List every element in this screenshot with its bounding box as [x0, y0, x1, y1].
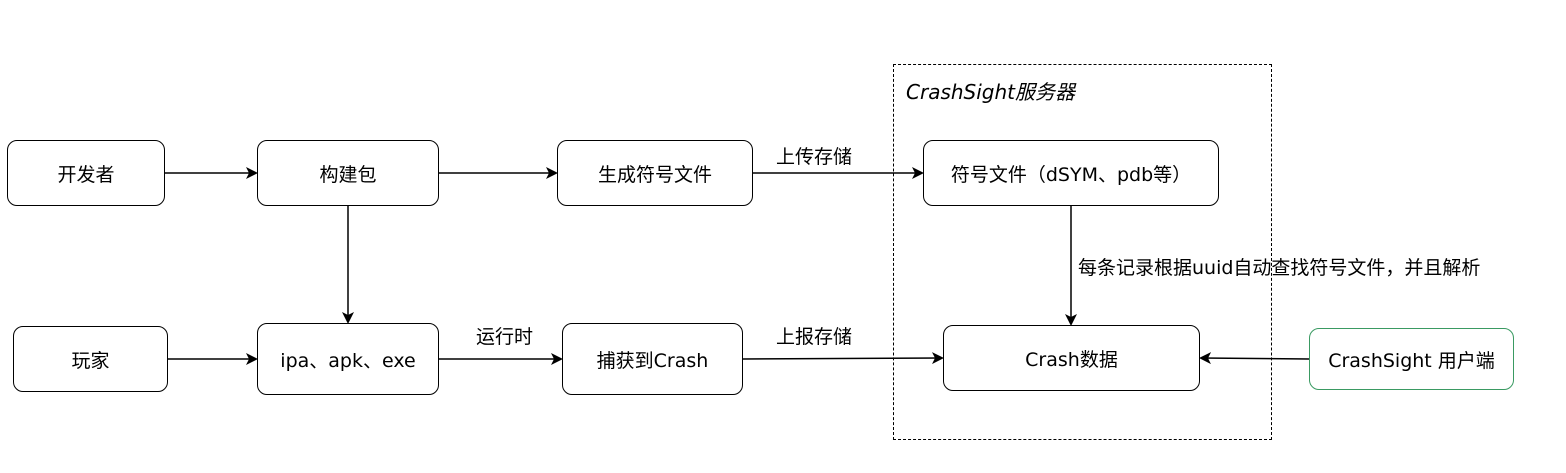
node-developer: 开发者 — [7, 140, 165, 206]
crashsight-server-group — [893, 64, 1272, 440]
node-user-client: CrashSight 用户端 — [1309, 328, 1514, 390]
crashsight-server-title: CrashSight服务器 — [906, 80, 1076, 104]
edge-user-client-crash-data — [1199, 352, 1310, 365]
node-packages: ipa、apk、exe — [257, 323, 439, 395]
edge-label-report-store: 上报存储 — [776, 326, 853, 348]
node-packages-label: ipa、apk、exe — [280, 349, 416, 372]
node-symbol-files-label: 符号文件（dSYM、pdb等） — [950, 163, 1192, 186]
node-generate-symbols: 生成符号文件 — [557, 140, 753, 206]
edge-capture-crash-data — [742, 352, 944, 365]
node-generate-symbols-label: 生成符号文件 — [597, 163, 712, 186]
node-capture-crash: 捕获到Crash — [562, 323, 743, 395]
node-user-client-label: CrashSight 用户端 — [1328, 349, 1495, 372]
node-player: 玩家 — [13, 326, 168, 392]
node-crash-data: Crash数据 — [943, 325, 1200, 391]
node-crash-data-label: Crash数据 — [1025, 348, 1118, 371]
node-player-label: 玩家 — [71, 349, 110, 372]
edge-label-upload-store: 上传存储 — [776, 146, 853, 168]
node-build-package-label: 构建包 — [319, 163, 377, 186]
node-developer-label: 开发者 — [57, 163, 115, 186]
edge-label-runtime: 运行时 — [476, 326, 534, 348]
node-build-package: 构建包 — [257, 140, 439, 206]
node-symbol-files: 符号文件（dSYM、pdb等） — [923, 140, 1219, 206]
edge-label-auto-resolve: 每条记录根据uuid自动查找符号文件，并且解析 — [1078, 257, 1481, 279]
node-capture-crash-label: 捕获到Crash — [596, 349, 709, 372]
